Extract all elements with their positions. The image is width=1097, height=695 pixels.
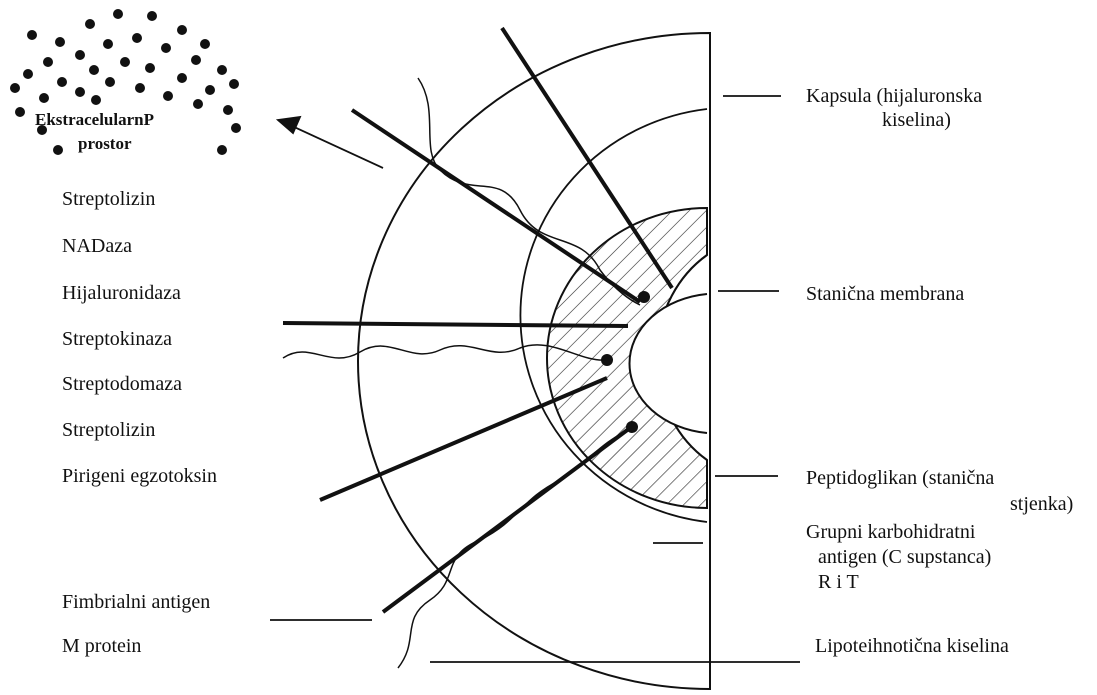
extracellular-label-line1: EkstracelularnP	[35, 108, 154, 132]
label-capsule-line1: Kapsula (hijaluronska	[806, 84, 982, 108]
extracellular-label-line2: prostor	[78, 132, 132, 156]
label-capsule-line2: kiselina)	[882, 108, 951, 132]
label-hijaluronidaza: Hijaluronidaza	[62, 281, 181, 305]
label-streptokinaza: Streptokinaza	[62, 327, 172, 351]
label-m-protein: M protein	[62, 634, 141, 658]
label-lipoteichoic-acid: Lipoteihnotična kiselina	[815, 634, 1009, 658]
label-streptodomaza: Streptodomaza	[62, 372, 182, 396]
extracellular-arrow	[278, 117, 383, 168]
label-group-antigen-line2: antigen (C supstanca)	[818, 545, 991, 569]
leader-lines	[270, 96, 800, 662]
label-peptidoglycan-line2: stjenka)	[1010, 492, 1073, 516]
label-streptolizin-2: Streptolizin	[62, 418, 155, 442]
label-peptidoglycan-line1: Peptidoglikan (stanična	[806, 466, 994, 490]
label-cell-membrane: Stanična membrana	[806, 282, 964, 306]
label-nadaza: NADaza	[62, 234, 132, 258]
label-fimbrialni-antigen: Fimbrialni antigen	[62, 590, 210, 614]
label-pirigeni-egzotoksin: Pirigeni egzotoksin	[62, 464, 217, 488]
label-group-antigen-line3: R i T	[818, 570, 859, 594]
label-streptolizin-1: Streptolizin	[62, 187, 155, 211]
label-group-antigen-line1: Grupni karbohidratni	[806, 520, 975, 544]
